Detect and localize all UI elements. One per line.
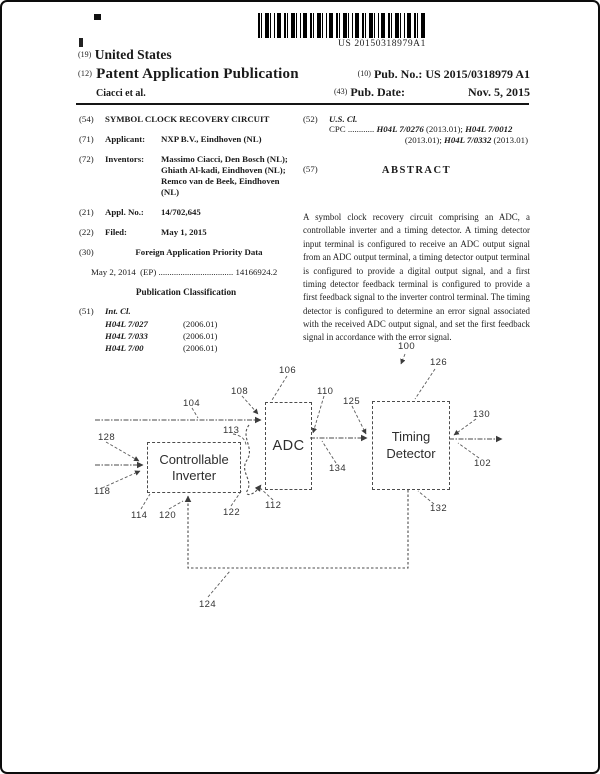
int-cl-entry: H04L 7/033 (2006.01) <box>105 331 218 342</box>
barcode-image <box>258 13 426 38</box>
publication-date: (43) Pub. Date: Nov. 5, 2015 <box>334 85 530 99</box>
timing-detector-block: Timing Detector <box>372 401 450 490</box>
priority-entry: May 2, 2014 (EP) .......................… <box>91 266 278 277</box>
appl-no-row: (21) Appl. No.: 14/702,645 <box>79 207 293 218</box>
ref-102: 102 <box>474 458 492 469</box>
invention-title: SYMBOL CLOCK RECOVERY CIRCUIT <box>105 114 270 124</box>
foreign-priority-heading: (30) Foreign Application Priority Data <box>79 246 263 257</box>
application-number: 14/702,645 <box>161 206 201 217</box>
controllable-inverter-block: Controllable Inverter <box>147 442 241 493</box>
ref-114: 114 <box>131 510 148 521</box>
us-cl-row: (52) U.S. Cl. <box>303 114 358 124</box>
publication-kind: (12) Patent Application Publication <box>78 66 299 82</box>
ref-104: 104 <box>183 398 201 409</box>
country-line: (19) United States <box>78 47 530 63</box>
title-row: (54) SYMBOL CLOCK RECOVERY CIRCUIT <box>79 114 293 125</box>
abstract-heading-row: (57) ABSTRACT <box>303 164 530 177</box>
country-name: United States <box>94 47 172 62</box>
filed-row: (22) Filed: May 1, 2015 <box>79 227 293 238</box>
ref-128: 128 <box>98 432 116 443</box>
ref-106: 106 <box>279 365 297 376</box>
ref-125: 125 <box>343 396 361 407</box>
int-cl-entry: H04L 7/027 (2006.01) <box>105 319 218 330</box>
author-line: Ciacci et al. <box>96 88 146 99</box>
scan-artifact <box>79 38 83 47</box>
ref-134: 134 <box>329 463 347 474</box>
abstract-text: A symbol clock recovery circuit comprisi… <box>303 212 530 343</box>
cpc-classification: CPC ............ H04L 7/0276 (2013.01); … <box>329 123 528 145</box>
inventors-row: (72) Inventors: Massimo Ciacci, Den Bosc… <box>79 154 293 198</box>
ref-110: 110 <box>317 386 334 397</box>
applicant-name: NXP B.V., Eindhoven (NL) <box>161 133 262 144</box>
right-column: (52) U.S. Cl. CPC ............ H04L 7/02… <box>303 114 530 345</box>
priority-number: 14166924.2 <box>235 266 278 277</box>
publication-classification-heading: Publication Classification <box>135 286 237 297</box>
ref-124: 124 <box>199 599 217 610</box>
document-header: (19) United States (12) Patent Applicati… <box>78 47 530 100</box>
publication-number: (10) Pub. No.: US 2015/0318979 A1 <box>357 67 530 81</box>
inid-10: (10) <box>357 69 371 78</box>
applicant-row: (71) Applicant: NXP B.V., Eindhoven (NL) <box>79 134 293 145</box>
inid-19: (19) <box>78 50 92 59</box>
ref-122: 122 <box>223 507 241 518</box>
ref-113: 113 <box>223 425 240 436</box>
ref-112: 112 <box>265 500 282 511</box>
ref-108: 108 <box>231 386 249 397</box>
abstract-heading: ABSTRACT <box>381 164 452 176</box>
ref-132: 132 <box>430 503 448 514</box>
barcode-number: US 20150318979A1 <box>338 39 426 49</box>
int-cl-row: (51) Int. Cl. <box>79 306 131 317</box>
scan-artifact <box>94 14 101 20</box>
ref-130: 130 <box>473 409 491 420</box>
adc-block: ADC <box>265 402 312 490</box>
filing-date: May 1, 2015 <box>161 226 207 237</box>
left-column: (54) SYMBOL CLOCK RECOVERY CIRCUIT (71) … <box>79 114 293 355</box>
ref-120: 120 <box>159 510 177 521</box>
inventor-names: Massimo Ciacci, Den Bosch (NL); Ghiath A… <box>161 153 288 197</box>
int-cl-entry: H04L 7/00 (2006.01) <box>105 343 218 354</box>
ref-126: 126 <box>430 357 448 368</box>
header-divider <box>76 103 529 105</box>
inid-43: (43) <box>334 87 348 96</box>
inid-12: (12) <box>78 69 93 78</box>
ref-118: 118 <box>94 486 111 497</box>
